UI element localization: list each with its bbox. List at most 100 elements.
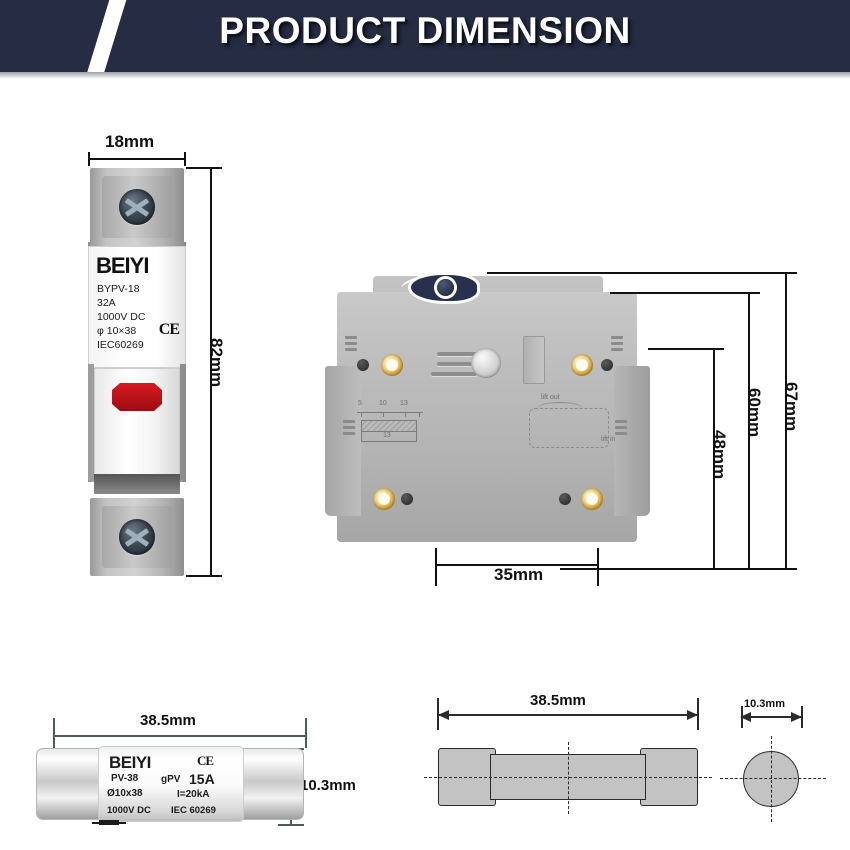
side-rectangular-recess [523,336,545,384]
bottom-terminal-recess [102,506,172,568]
fuse-model-print: PV-38 [111,773,139,784]
fuse-current-print: 15A [189,771,215,787]
fuse-symbol-icon [92,818,126,826]
side-ext-line-bottom [560,568,797,570]
bottom-terminal-screw-icon[interactable] [119,519,155,555]
gauge-lower-box [361,431,417,442]
width-dim-tick-right [184,152,186,166]
height-dimension-line [210,167,212,577]
fuse-end-cap-right [232,748,304,820]
product-label: BEIYI BYPV-18 32A 1000V DC φ 10×38 IEC60… [88,246,186,368]
terminal-screw-top-right[interactable] [571,354,593,376]
brand-logo: BEIYI [96,253,149,278]
lift-in-label: lift in [601,436,616,443]
dim-line-60mm [748,292,750,568]
height-dimension-label: 82mm [207,338,226,388]
bottom-terminal-block [90,498,184,576]
lift-out-marking: lift out lift in [523,394,619,450]
end-view-ext-line-right [801,706,803,728]
label-size: φ 10×38 [97,325,137,337]
holder-carrier-walls [88,364,186,480]
fuse-ce-mark-icon: CE [197,753,214,768]
mount-hole-top-left [357,359,369,371]
operating-lever[interactable] [400,270,487,304]
mount-hole-bottom-left [401,493,413,505]
photo-dim-line-length [53,735,307,737]
right-lower-ribs [615,420,627,438]
top-terminal-screw-icon[interactable] [119,189,155,225]
gauge-value-label: 13 [383,432,391,439]
gauge-scale-line [357,412,423,417]
drawing-dim-arrow-left-icon [438,710,449,720]
vent-slot-2 [437,362,477,366]
wire-strip-gauge-marking: 5 10 13 13 [353,398,433,446]
photo-length-label: 38.5mm [140,712,196,729]
gauge-scale-value-13: 13 [400,400,408,407]
side-left-foot [325,366,361,516]
terminal-screw-bottom-right[interactable] [581,488,603,510]
end-view-arrow-left-icon [740,712,751,722]
left-vent-ribs [345,336,357,354]
gauge-scale-value-5: 5 [358,400,362,407]
ce-mark-icon: CE [158,321,180,338]
cartridge-fuse-drawing [424,742,712,814]
label-voltage: 1000V DC [97,311,146,323]
terminal-screw-bottom-left[interactable] [373,488,395,510]
din-rail-outline [529,408,609,448]
mount-hole-top-right [601,359,613,371]
fuse-voltage-print: 1000V DC [107,805,151,816]
photo-dim-tick-right [305,718,307,748]
dim-label-67mm: 67mm [782,382,801,432]
fuse-symbol-lead-right [118,822,126,824]
fuse-carrier-handle[interactable] [94,368,180,476]
cartridge-fuse-photo: BEIYI CE PV-38 gPV 15A Ø10x38 I=20kA 100… [36,744,304,824]
page-header-banner [0,0,850,72]
photo-dim-tick-left [53,718,55,748]
dim-line-48mm [713,348,715,568]
label-model: BYPV-18 [97,283,140,295]
label-standard: IEC60269 [97,339,144,351]
dim-label-60mm: 60mm [745,388,764,438]
drawing-length-label: 38.5mm [530,692,586,709]
fuse-holder-front-view: BEIYI BYPV-18 32A 1000V DC φ 10×38 IEC60… [88,168,186,576]
fuse-size-print: Ø10x38 [107,788,143,799]
drawing-vertical-centerline [568,742,569,814]
blown-fuse-indicator [112,383,162,411]
height-dim-tick-bottom [198,575,222,577]
drawing-dim-arrow-right-icon [687,710,698,720]
fuse-ceramic-tube: BEIYI CE PV-38 gPV 15A Ø10x38 I=20kA 100… [98,746,244,822]
width-dim-tick-left [88,152,90,166]
photo-diameter-label: 10.3mm [300,777,356,794]
right-vent-ribs [611,336,623,354]
vent-slot-3 [431,372,477,376]
end-view-horizontal-centerline [720,778,826,779]
label-current: 32A [97,297,116,309]
cartridge-end-view-drawing [720,736,826,822]
fuse-breaking-print: I=20kA [177,789,210,800]
drawing-ext-line-left [437,698,439,730]
fuse-holder-side-view: 5 10 13 13 lift out lift in [325,270,650,560]
side-right-foot [614,366,650,516]
side-ext-line-top-inner [648,348,724,350]
end-view-ext-line-left [741,706,743,728]
lever-pivot-knob [437,279,454,296]
width-dimension-line [88,158,186,160]
vent-slot-1 [437,352,477,356]
dim-tick-35mm-left [435,548,437,586]
photo-dia-tick-bottom [278,824,304,826]
width-dimension-label: 18mm [105,132,155,151]
terminal-screw-top-left[interactable] [381,354,403,376]
lift-out-arrow-icon [537,402,583,415]
dim-line-35mm [435,564,599,566]
end-view-vertical-centerline [771,736,772,822]
end-view-dim-line [742,716,802,718]
side-ext-line-top-mid [610,292,760,294]
carrier-bottom-shadow [94,474,180,494]
side-ext-line-top-outer [487,272,797,274]
end-view-arrow-right-icon [791,712,802,722]
top-terminal-block [90,168,184,246]
height-dim-tick-top [198,167,222,169]
dim-line-67mm [785,272,787,568]
dim-label-48mm: 48mm [710,430,729,480]
